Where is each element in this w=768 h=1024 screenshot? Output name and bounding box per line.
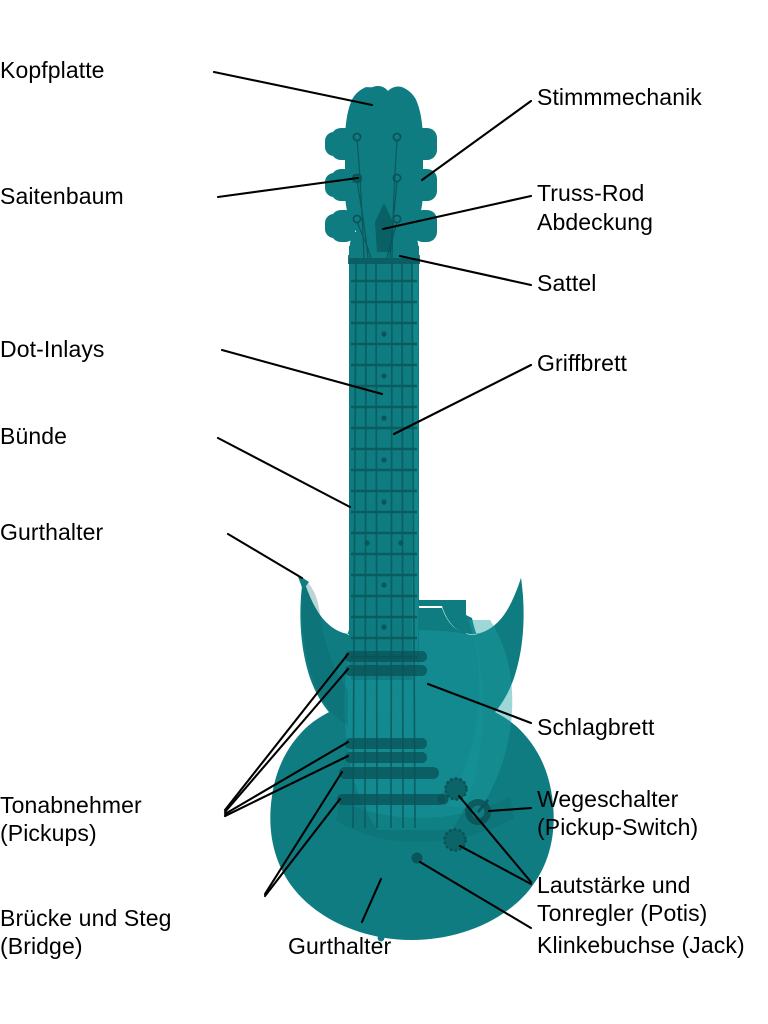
leader-buende [216, 436, 352, 509]
label-schlagbrett: Schlagbrett [537, 714, 655, 740]
leader-sattel [398, 254, 533, 287]
leader-stimmmechanik [420, 99, 533, 182]
frets [351, 279, 417, 659]
strap-button-lower [377, 934, 385, 942]
leader-lines [212, 70, 533, 930]
leader-wegeschalter [487, 806, 533, 813]
label-truss-rod-line2: Abdeckung [537, 209, 653, 235]
pickup-neck [345, 651, 427, 676]
label-dot-inlays: Dot-Inlays [0, 336, 105, 362]
output-jack [411, 852, 423, 864]
pickguard-shade [336, 796, 514, 842]
knob-volume [444, 777, 468, 801]
label-lautstaerke-line1: Lautstärke und [537, 872, 691, 898]
leader-pickup-bridge [223, 667, 350, 814]
body-shade-left [301, 578, 348, 726]
leader-kopfplatte [212, 70, 374, 107]
leader-gurthalter-bot [360, 877, 383, 924]
tailpiece [337, 794, 445, 805]
label-sattel: Sattel [537, 270, 597, 296]
headstock [345, 86, 423, 244]
leader-pickup-b3 [223, 754, 350, 818]
strings [352, 259, 416, 829]
leader-poti-tone [458, 844, 533, 886]
bridge-saddle [339, 767, 439, 779]
pickup-bridge [345, 738, 427, 763]
label-wegeschalter-line2: (Pickup-Switch) [537, 814, 699, 840]
label-tonabnehmer-line2: (Pickups) [0, 820, 97, 846]
leader-griffbrett [392, 363, 533, 436]
leader-pickup-b2 [223, 740, 350, 816]
leader-gurthalter-top [226, 532, 304, 580]
leader-schlagbrett [426, 682, 533, 725]
leader-bridge-saddle [263, 770, 344, 896]
leader-pickup-neck [223, 652, 350, 812]
label-stimmmechanik: Stimmmechanik [537, 84, 702, 110]
leader-trussrod [381, 194, 533, 231]
neck-group [348, 246, 420, 829]
label-saitenbaum: Saitenbaum [0, 183, 124, 209]
leader-dotinlays [220, 348, 384, 396]
label-bruecke-line2: (Bridge) [0, 933, 83, 959]
label-bruecke-line1: Brücke und Steg [0, 905, 172, 931]
label-griffbrett: Griffbrett [537, 350, 628, 376]
pickup-switch [465, 799, 491, 825]
label-buende: Bünde [0, 423, 68, 449]
headstock-group [325, 86, 437, 259]
leader-klinkebuchse [418, 860, 533, 930]
label-gurthalter-top: Gurthalter [0, 519, 104, 545]
truss-rod-cover [375, 203, 393, 252]
leader-saitenbaum [216, 176, 360, 199]
leader-bridge-stop [263, 797, 342, 898]
label-klinkebuchse: Klinkebuchse (Jack) [537, 932, 745, 958]
label-lautstaerke-line2: Tonregler (Potis) [537, 900, 708, 926]
label-tonabnehmer-line1: Tonabnehmer [0, 792, 142, 818]
leader-poti-volume [457, 794, 533, 884]
nut [348, 255, 420, 264]
label-wegeschalter-line1: Wegeschalter [537, 786, 679, 812]
tailpiece-stud [437, 793, 449, 805]
headstock-strings [356, 139, 398, 259]
label-truss-rod-line1: Truss-Rod [537, 180, 645, 206]
label-gurthalter-bottom: Gurthalter [288, 933, 392, 959]
label-kopfplatte: Kopfplatte [0, 57, 105, 83]
